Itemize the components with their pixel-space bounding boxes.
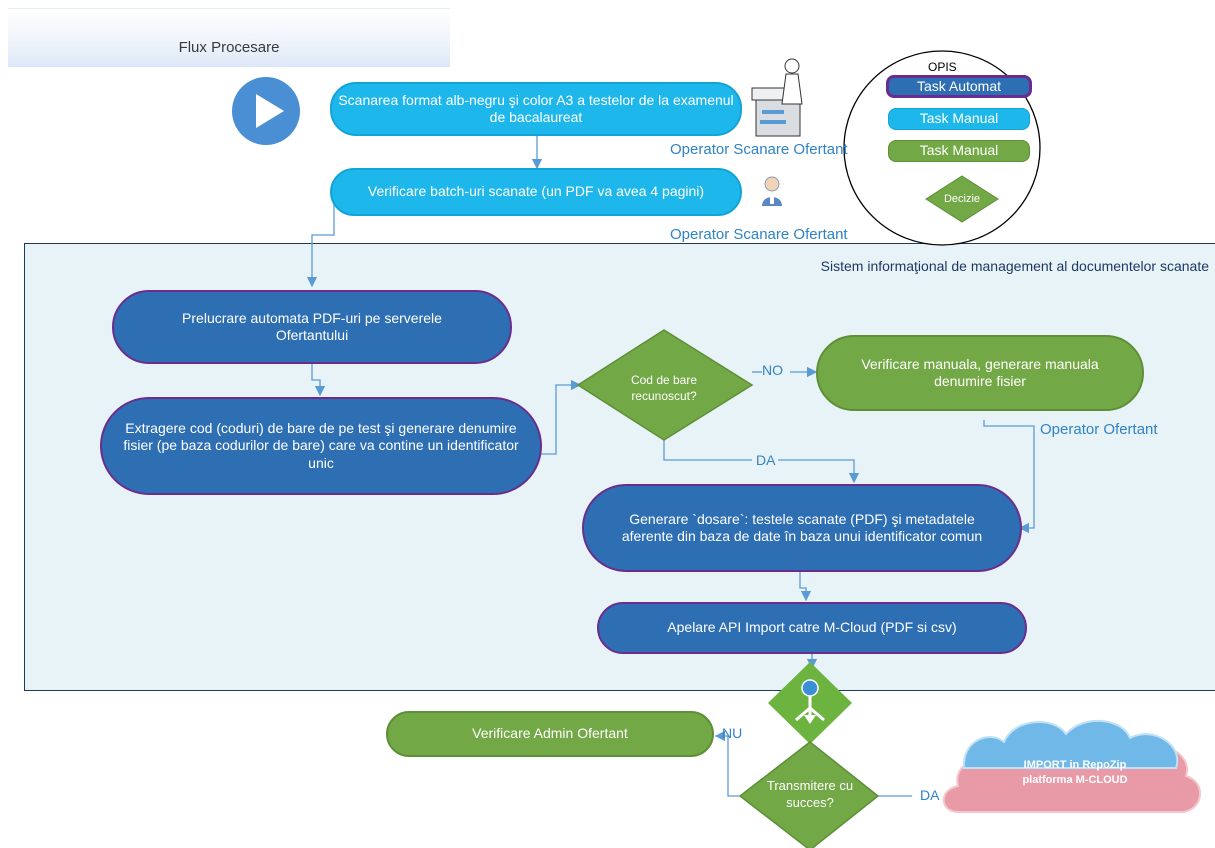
connector-process-extract — [311, 364, 326, 397]
legend-decision-label: Decizie — [943, 193, 981, 205]
cloud-label: IMPORT in RepoZip platforma M-CLOUD — [1022, 759, 1128, 787]
step-verify-batch[interactable]: Verificare batch-uri scanate (un PDF va … — [330, 168, 742, 216]
decision-barcode-shape — [576, 329, 754, 441]
step-api-import[interactable]: Apelare API Import catre M-Cloud (PDF si… — [597, 602, 1027, 654]
branch-da2-label: DA — [920, 787, 940, 803]
system-title: Sistem informaţional de management al do… — [820, 258, 1209, 274]
branch-da-label: DA — [756, 452, 776, 468]
decision-transmit-shape — [738, 741, 880, 848]
gateway-icon — [768, 662, 852, 744]
step-extract-barcode[interactable]: Extragere cod (coduri) de bare de pe tes… — [100, 397, 542, 495]
connector-verify-process — [306, 190, 335, 288]
legend-task-auto: Task Automat — [886, 75, 1032, 98]
connector-extract-decision — [540, 379, 582, 455]
user-icon-verify — [762, 176, 782, 206]
decision-barcode-label: Cod de bare recunoscut? — [630, 373, 698, 403]
legend-title: OPIS — [928, 60, 957, 74]
legend-task-manual-cyan: Task Manual — [888, 108, 1030, 130]
decision-transmit-label: Transmitere cu succes? — [766, 778, 854, 810]
scanner-operator-icon — [751, 58, 803, 137]
connector-decision-da — [663, 432, 752, 461]
actor-manual-operator: Operator Ofertant — [1040, 421, 1158, 438]
step-generate-dossier[interactable]: Generare `dosare`: testele scanate (PDF)… — [582, 484, 1022, 572]
connector-dossier-api — [799, 572, 812, 602]
connector-manual-dossier — [983, 420, 1035, 534]
legend-task-manual-green: Task Manual — [888, 140, 1030, 162]
branch-no-label: NO — [762, 362, 783, 378]
process-title: Flux Procesare — [178, 39, 280, 56]
step-admin-verify[interactable]: Verificare Admin Ofertant — [386, 711, 714, 757]
connector-decision-nu — [714, 730, 740, 797]
step-manual-verify[interactable]: Verificare manuala, generare manuala den… — [816, 335, 1144, 411]
step-process-pdf[interactable]: Prelucrare automata PDF-uri pe serverele… — [112, 290, 512, 364]
actor-verify-operator: Operator Scanare Ofertant — [670, 226, 848, 243]
branch-nu-label: NU — [722, 725, 743, 741]
connector-da-dossier — [778, 459, 860, 484]
actor-scan-operator: Operator Scanare Ofertant — [670, 141, 848, 158]
start-play-icon — [232, 77, 300, 145]
process-title-box: Flux Procesare — [8, 8, 450, 67]
step-scan[interactable]: Scanarea format alb-negru şi color A3 a … — [330, 82, 742, 136]
cloud-icon — [942, 720, 1201, 813]
legend-decision-shape — [925, 175, 999, 223]
